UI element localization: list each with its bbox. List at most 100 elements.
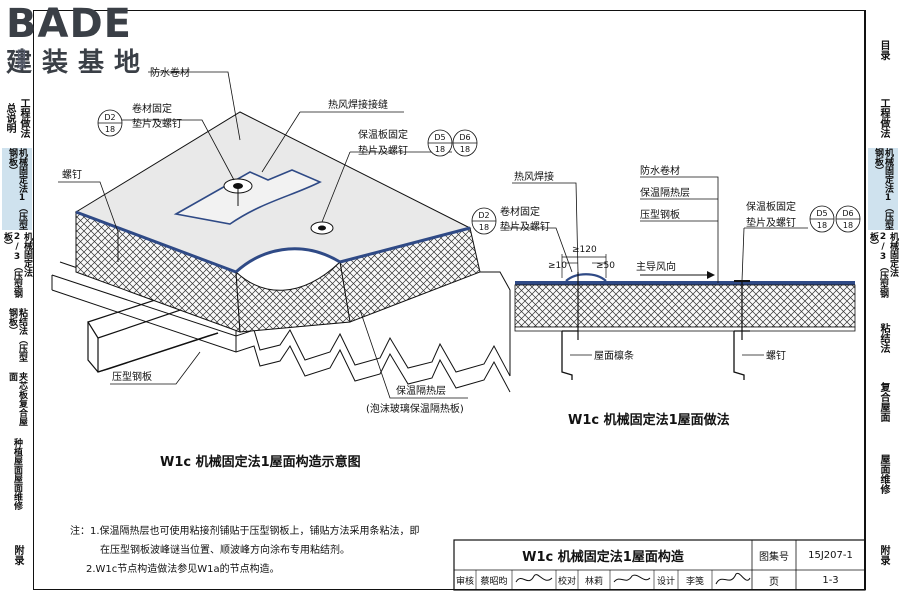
logo-subtitle: 建装基地: [6, 48, 151, 78]
label-section-screw: 螺钉: [766, 350, 786, 362]
label-section-board-fix-1: 保温板固定: [746, 200, 796, 213]
dim-10: ≥10: [548, 261, 567, 271]
label-board-fix-1: 保温板固定: [358, 128, 408, 141]
section-figure: ≥120 ≥10 ≥50 主导风向 热风焊接 防水卷材 保温隔热层 压型钢板 卷…: [471, 164, 861, 428]
dim-50: ≥50: [596, 261, 615, 271]
brand-logo: BADE 建装基地: [6, 4, 150, 78]
check-label: 校对: [557, 576, 576, 587]
ref-bubble-d6-right[interactable]: D6 18: [835, 205, 861, 233]
svg-text:18: 18: [435, 145, 445, 154]
left-tab-appendix[interactable]: 附录: [12, 545, 23, 565]
left-tab-bond[interactable]: 粘结法（压型钢板）: [7, 308, 27, 362]
isometric-figure: 防水卷材 卷材固定 垫片及螺钉 热风焊接接缝 保温板固定 垫片及螺钉 螺钉 压型…: [51, 66, 511, 470]
membrane-edge-curve: [234, 247, 341, 274]
membrane-edge-right: [339, 226, 471, 264]
atlas-label: 图集号: [759, 551, 789, 563]
title-block-title: W1c 机械固定法1屋面构造: [522, 549, 684, 565]
signature-designer: [715, 572, 751, 585]
ref-bubble-d5-left[interactable]: D5 18: [427, 129, 453, 157]
label-section-membrane-fix-2: 垫片及螺钉: [500, 220, 550, 233]
drawing-frame: [33, 10, 865, 590]
right-tab-bond[interactable]: 粘结法: [878, 323, 889, 353]
reviewer-name: 蔡昭昀: [480, 576, 508, 587]
label-wind: 主导风向: [636, 260, 676, 273]
ref-bubble-d5-right[interactable]: D5 18: [809, 205, 835, 233]
page-number: 1-3: [822, 574, 839, 586]
membrane-overlap: [173, 169, 322, 225]
designer-name: 李笺: [685, 576, 704, 587]
label-insulation: 保温隔热层: [396, 384, 446, 397]
logo-brand: BADE: [6, 1, 132, 47]
svg-text:D2: D2: [478, 211, 489, 220]
purlin-left: [561, 330, 578, 380]
board-fastener-head: [318, 225, 326, 231]
svg-text:18: 18: [479, 223, 489, 232]
label-section-insulation: 保温隔热层: [640, 186, 690, 199]
note-line-1: 注：1.保温隔热层也可使用粘接剂铺贴于压型钢板上，铺贴方法采用条粘法，即: [70, 526, 420, 537]
review-label: 审核: [455, 576, 474, 587]
right-tab-toc[interactable]: 目录: [878, 40, 889, 60]
left-tab-toc[interactable]: 目录: [14, 49, 25, 69]
right-tab-mech23[interactable]: 机械固定法2/3（压型钢板）: [868, 232, 898, 298]
svg-text:D5: D5: [434, 133, 445, 142]
label-section-membrane-fix-1: 卷材固定: [500, 205, 540, 218]
svg-text:18: 18: [843, 221, 853, 230]
section-deck: [514, 326, 856, 332]
label-membrane: 防水卷材: [150, 66, 190, 79]
label-section-deck: 压型钢板: [640, 208, 680, 221]
note-line-2: 在压型钢板波峰谜当位置、顺波峰方向涂布专用粘结剂。: [100, 545, 350, 556]
atlas-number: 15J207-1: [808, 549, 853, 561]
left-tab-sandwich[interactable]: 夹芯板复合屋面: [7, 372, 27, 426]
right-tab-mech1[interactable]: 机械固定法1（压型钢板）: [868, 148, 898, 230]
caption-section: W1c 机械固定法1屋面做法: [568, 412, 730, 428]
label-membrane-fix-2: 垫片及螺钉: [132, 117, 182, 130]
label-board-fix-2: 垫片及螺钉: [358, 144, 408, 157]
section-overlap: [565, 273, 607, 282]
label-purlin: 屋面檩条: [594, 349, 634, 362]
svg-text:D6: D6: [842, 209, 853, 218]
dim-120: ≥120: [572, 245, 597, 255]
purlin-right: [733, 330, 750, 380]
label-insulation-note: (泡沫玻璃保温隔热板): [366, 402, 464, 415]
section-dimensions: [561, 254, 607, 278]
right-tab-appendix[interactable]: 附录: [878, 545, 889, 565]
ref-bubble-d2-left[interactable]: D2 18: [97, 109, 123, 137]
membrane-edge: [75, 210, 237, 274]
right-tab-planting[interactable]: 屋面维修: [878, 454, 889, 494]
caption-isometric: W1c 机械固定法1屋面构造示意图: [160, 454, 361, 470]
left-tab-eng[interactable]: 工程做法: [18, 98, 29, 138]
svg-text:D6: D6: [459, 133, 470, 142]
section-insulation: [514, 284, 856, 328]
ref-bubble-d6-left[interactable]: D6 18: [452, 129, 478, 157]
left-tab-mech23[interactable]: 机械固定法2/3（压型钢板）: [2, 232, 32, 298]
label-screw: 螺钉: [62, 169, 82, 181]
page-label: 页: [769, 576, 779, 588]
label-hot-weld: 热风焊接: [514, 170, 554, 183]
purlin-section: [87, 281, 219, 373]
insulation-cut-face: [235, 260, 351, 333]
signature-reviewer: [515, 574, 553, 583]
svg-text:D5: D5: [816, 209, 827, 218]
svg-text:18: 18: [460, 145, 470, 154]
label-membrane-fix-1: 卷材固定: [132, 102, 172, 115]
left-tab-general[interactable]: 总说明: [4, 103, 15, 133]
right-sidebar-divider: [865, 10, 866, 590]
signature-checker: [613, 574, 651, 583]
design-label: 设计: [656, 576, 675, 587]
svg-text:D2: D2: [104, 113, 115, 122]
svg-text:18: 18: [817, 221, 827, 230]
section-leaders: [500, 176, 808, 356]
right-tab-sandwich[interactable]: 复合屋面: [878, 382, 889, 422]
left-tab-planting[interactable]: 种植屋面屋面维修: [12, 438, 22, 510]
iso-leaders: [58, 71, 468, 399]
left-tab-mech1[interactable]: 机械固定法1（压型钢板）: [2, 148, 32, 230]
label-section-membrane: 防水卷材: [640, 164, 680, 177]
notes: 注：1.保温隔热层也可使用粘接剂铺贴于压型钢板上，铺贴方法采用条粘法，即 在压型…: [70, 522, 420, 579]
label-weld-seam: 热风焊接接缝: [328, 98, 388, 111]
checker-name: 林莉: [584, 576, 603, 587]
right-tab-eng[interactable]: 工程做法: [878, 98, 889, 138]
note-line-3: 2.W1c节点构造做法参见W1a的节点构造。: [86, 564, 280, 575]
ref-bubble-d2-right[interactable]: D2 18: [471, 207, 497, 235]
label-section-board-fix-2: 垫片及螺钉: [746, 216, 796, 229]
